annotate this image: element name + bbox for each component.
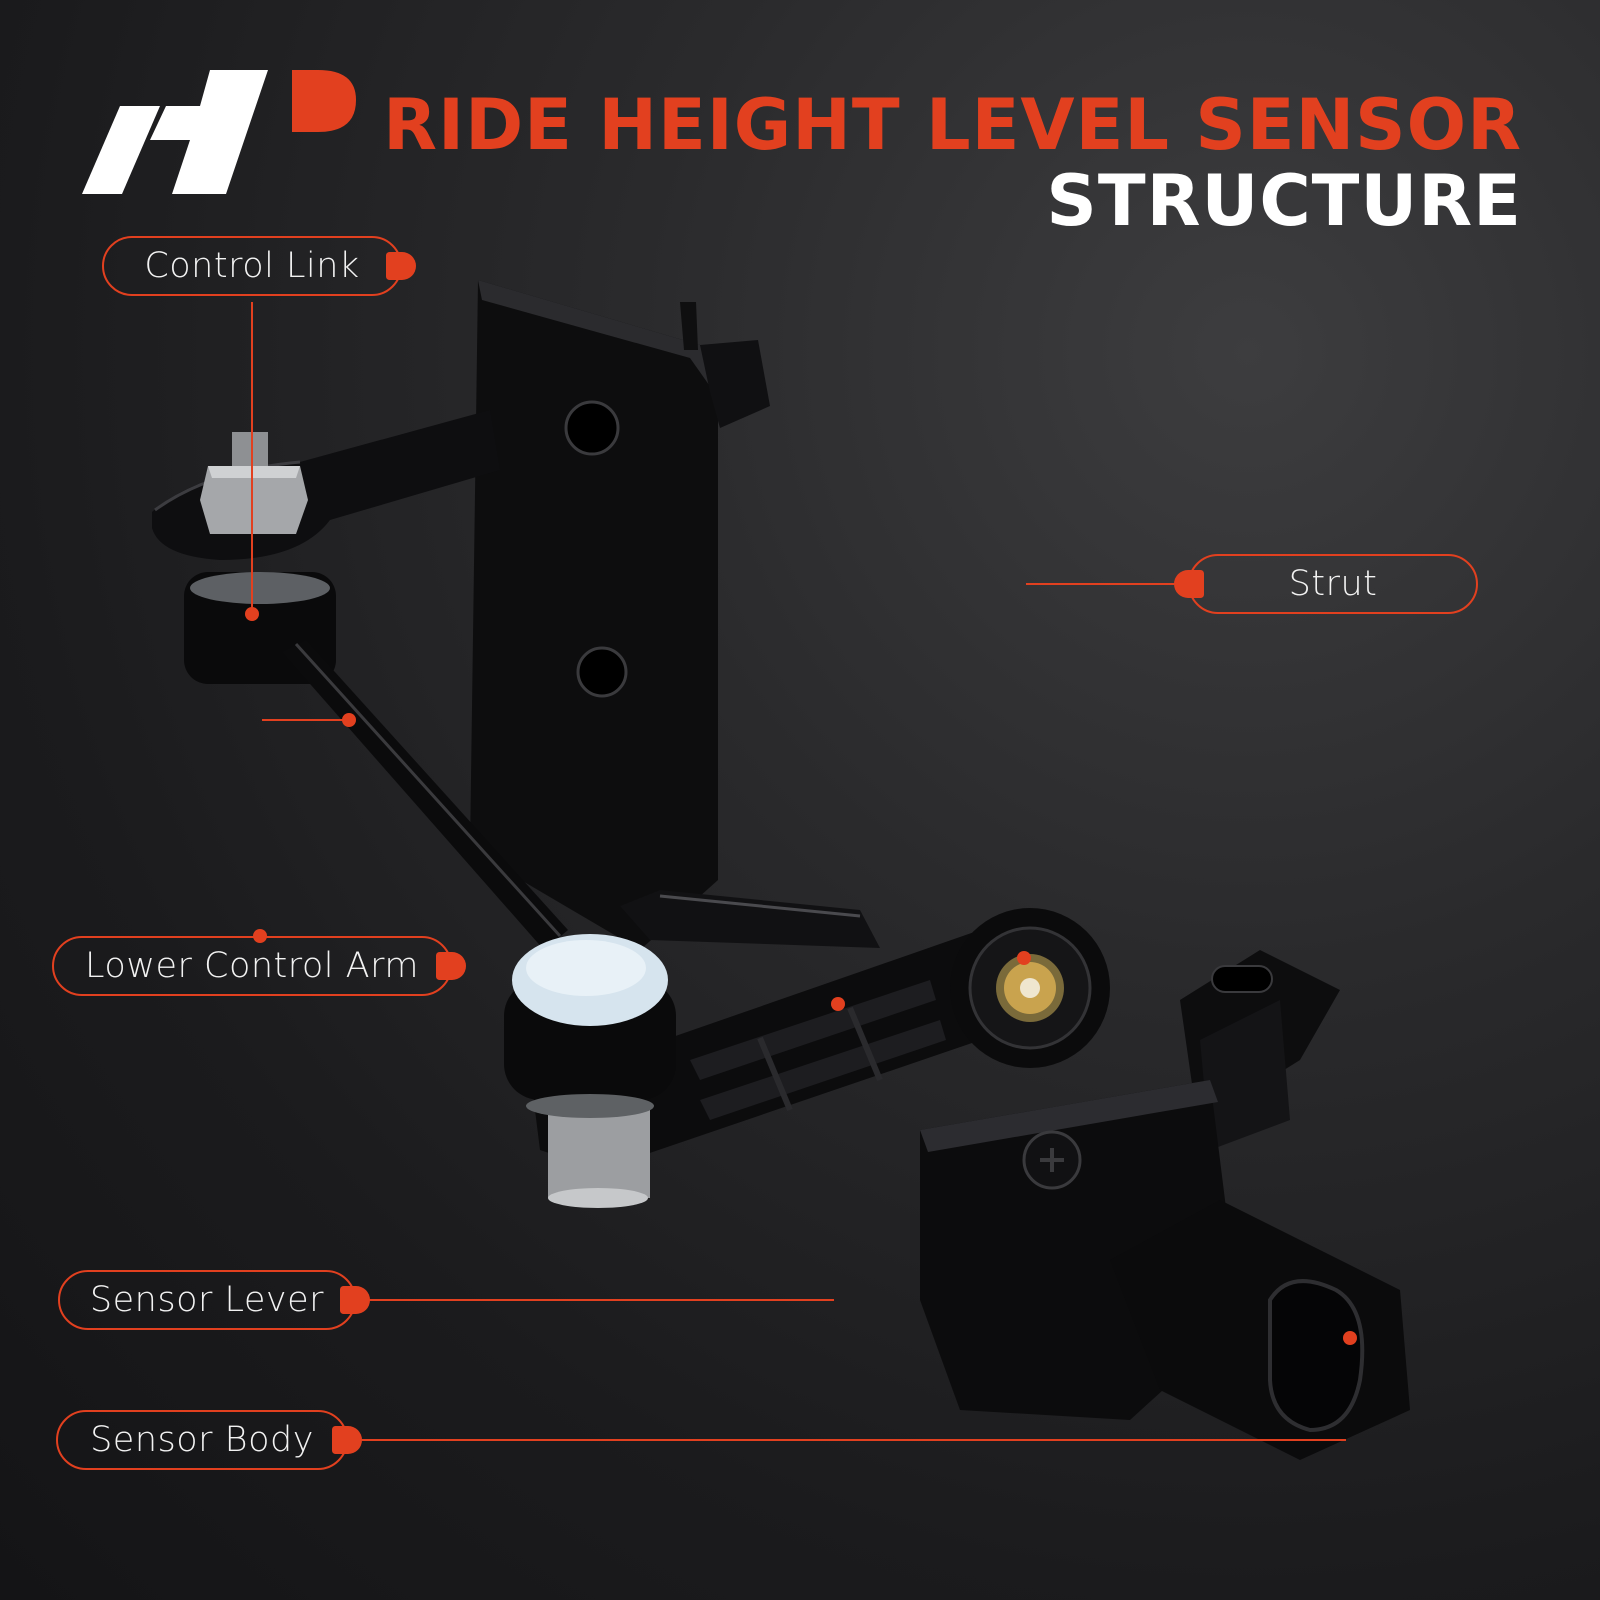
callout-tab xyxy=(1174,570,1204,598)
callout-label: Strut xyxy=(1288,564,1378,604)
sensor-housing xyxy=(920,950,1410,1460)
a-premium-logo xyxy=(82,70,356,194)
callout-label: Control Link xyxy=(144,246,360,286)
callout-tab xyxy=(332,1426,362,1454)
lower-bushing xyxy=(504,934,676,1208)
callout-strut: Strut xyxy=(1174,554,1478,614)
leader-lines xyxy=(251,302,1346,1441)
callout-sensor-body: Sensor Body xyxy=(56,1410,362,1470)
mounting-bracket xyxy=(470,280,770,950)
callout-lower-control-arm: Lower Control Arm xyxy=(52,936,466,996)
callout-sensor-lever: Sensor Lever xyxy=(58,1270,370,1330)
callout-label: Sensor Lever xyxy=(89,1280,325,1320)
callout-label: Lower Control Arm xyxy=(85,946,419,986)
page-title-line1: RIDE HEIGHT LEVEL SENSOR xyxy=(383,84,1522,166)
callout-tab xyxy=(340,1286,370,1314)
control-link-arm xyxy=(152,410,500,684)
page-title-line2: STRUCTURE xyxy=(1046,160,1522,242)
callout-label: Sensor Body xyxy=(90,1420,314,1460)
sensor-lever xyxy=(532,908,1110,1170)
strut-bar xyxy=(620,890,880,948)
callout-tab xyxy=(386,252,416,280)
callout-tab xyxy=(436,952,466,980)
callout-control-link: Control Link xyxy=(102,236,416,296)
